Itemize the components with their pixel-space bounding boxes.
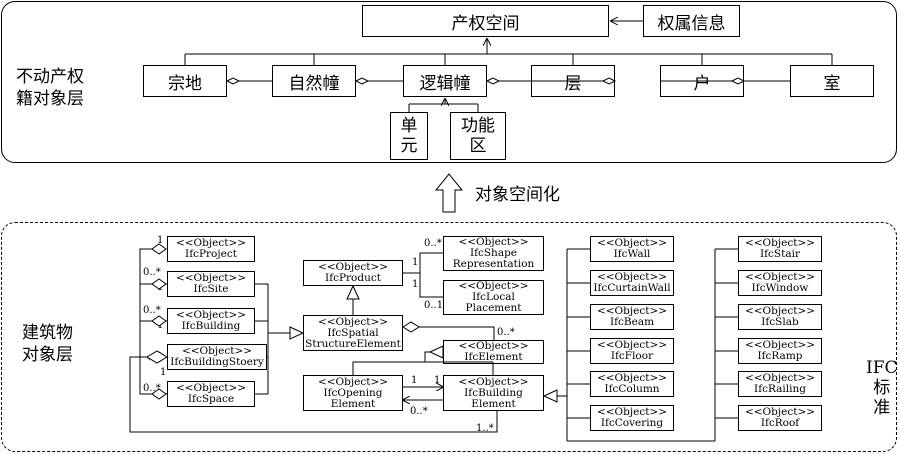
logical-building-box: 逻辑幢 [403, 65, 487, 97]
mult-opening-zero-many: 0..* [410, 406, 428, 417]
mult-product-local-1: 1 [412, 279, 419, 290]
natural-building-box: 自然幢 [272, 65, 356, 97]
mult-site-zero-many: 0..* [143, 267, 161, 278]
ifc-local-placement-box: <<Object>> IfcLocal Placement [443, 280, 544, 315]
room-box: 室 [790, 65, 874, 97]
mult-building-element-one-many: 1..* [476, 423, 494, 434]
mult-project-1: 1 [157, 235, 164, 246]
mult-shape-zero-many: 0..* [424, 238, 442, 249]
building-layer-label: 建筑物 对象层 [22, 323, 73, 365]
parcel-box: 宗地 [143, 65, 227, 97]
ifc-stair-box: <<Object>> IfcStair [738, 236, 822, 262]
mult-spatial-zero-many: 0..* [497, 327, 515, 338]
ifc-column-box: <<Object>> IfcColumn [590, 371, 674, 397]
ifc-building-storey-box: <<Object>> IfcBuildingStoery [167, 344, 267, 370]
function-zone-box: 功能 区 [450, 112, 506, 160]
ifc-spatial-structure-element-box: <<Object>> IfcSpatial StructureElement [303, 315, 403, 351]
mult-storey-1: 1 [160, 367, 167, 378]
ifc-ramp-box: <<Object>> IfcRamp [738, 338, 822, 364]
mult-product-shape-1: 1 [412, 257, 419, 268]
mult-building-element-1: 1 [434, 375, 441, 386]
ifc-opening-element-box: <<Object>> IfcOpening Element [303, 375, 403, 411]
ownership-info-box: 权属信息 [643, 5, 740, 37]
ifc-roof-box: <<Object>> IfcRoof [738, 405, 822, 431]
ifc-shape-representation-box: <<Object>> IfcShape Representation [443, 236, 544, 271]
ifc-railing-box: <<Object>> IfcRailing [738, 371, 822, 397]
ifc-floor-box: <<Object>> IfcFloor [590, 338, 674, 364]
property-object-layer-panel [1, 1, 897, 163]
mult-storey-many: * [147, 355, 152, 366]
ifc-window-box: <<Object>> IfcWindow [738, 270, 822, 296]
ifc-wall-box: <<Object>> IfcWall [590, 236, 674, 262]
ifc-standard-label: IFC 标 准 [866, 358, 898, 418]
mult-space-zero-many: 0..* [143, 383, 161, 394]
property-space-box: 产权空间 [362, 5, 609, 37]
ifc-building-box: <<Object>> IfcBuilding [167, 308, 255, 334]
ifc-curtain-wall-box: <<Object>> IfcCurtainWall [590, 270, 674, 296]
ifc-site-box: <<Object>> IfcSite [167, 271, 255, 297]
spatialization-label: 对象空间化 [475, 185, 560, 205]
mult-opening-1: 1 [411, 375, 418, 386]
ifc-building-element-box: <<Object>> IfcBuilding Element [443, 375, 544, 411]
building-object-layer-panel [1, 222, 897, 452]
ifc-project-box: <<Object>> IfcProject [167, 236, 255, 262]
mult-building-zero-many: 0..* [143, 305, 161, 316]
ifc-beam-box: <<Object>> IfcBeam [590, 304, 674, 330]
ifc-covering-box: <<Object>> IfcCovering [590, 405, 674, 431]
mult-local-zero-one: 0..1 [424, 300, 444, 311]
unit-box: 单 元 [390, 112, 428, 160]
property-layer-label: 不动产权 籍对象层 [16, 67, 84, 109]
ifc-space-box: <<Object>> IfcSpace [167, 381, 255, 407]
ifc-slab-box: <<Object>> IfcSlab [738, 304, 822, 330]
